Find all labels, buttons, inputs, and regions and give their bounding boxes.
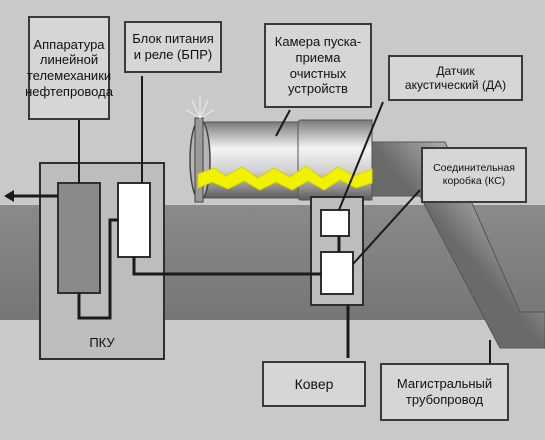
junction-box: [320, 251, 354, 295]
label-acoustic-sensor: Датчик акустический (ДА): [388, 55, 523, 101]
label-cover: Ковер: [262, 361, 366, 407]
label-power-block: Блок питания и реле (БПР): [124, 21, 222, 73]
label-telemechanics: Аппаратура линейной телемеханики нефтепр…: [25, 16, 113, 120]
label-main-pipeline: Магистральный трубопровод: [380, 363, 509, 421]
leader-lines: [78, 76, 491, 364]
spark-icon: [185, 96, 215, 119]
label-junction-box: Соединительная коробка (КС): [421, 147, 527, 203]
wiring: [77, 218, 350, 358]
output-arrow-icon: [4, 190, 58, 202]
telemechanics-unit: [57, 182, 101, 294]
acoustic-sensor-box: [320, 209, 350, 237]
label-launch-chamber: Камера пуска- приема очистных устройств: [264, 23, 372, 108]
cleaning-device-flash: [197, 165, 373, 191]
label-pku: ПКУ: [89, 334, 115, 350]
power-relay-unit: [117, 182, 151, 258]
